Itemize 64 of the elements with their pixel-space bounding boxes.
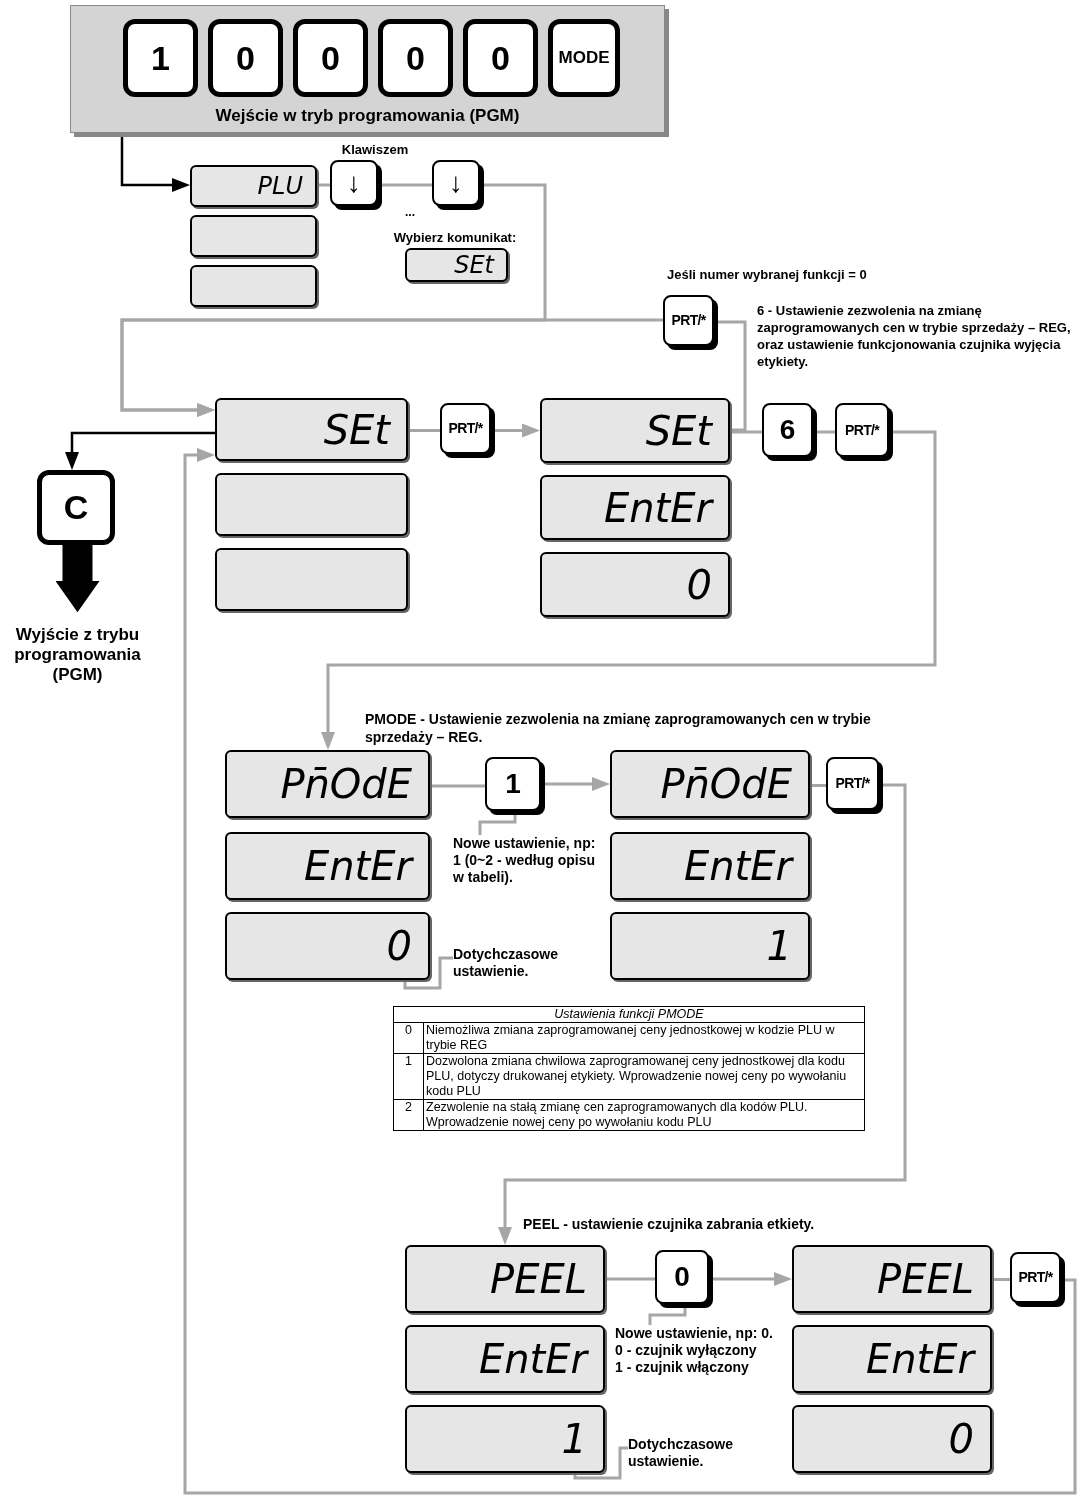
key-caption: Klawiszem: [340, 141, 410, 159]
key: 0: [378, 19, 453, 97]
arrow: [495, 423, 540, 438]
prompt-text: Wybierz komunikat:: [392, 229, 518, 247]
table-cell: 0: [393, 1022, 424, 1054]
connector-line: [430, 784, 485, 788]
lcd-display: Pn̄OdE: [225, 750, 430, 818]
connector-line: [648, 1308, 687, 1325]
key: 0: [293, 19, 368, 97]
lcd-display: 1: [610, 912, 810, 980]
lcd-display: EntEr: [540, 475, 730, 540]
table-cell: 1: [393, 1053, 424, 1100]
lcd-display: EntEr: [225, 832, 430, 900]
connector-line: [605, 1277, 655, 1281]
lcd-display: EntEr: [405, 1325, 605, 1393]
empty-display: [215, 473, 408, 536]
connector-line: [408, 429, 440, 432]
heading-text: PMODE - Ustawienie zezwolenia na zmianę zaprogramowanych cen w trybie sprzedaży – REG.: [365, 710, 872, 746]
arrow: [713, 1272, 792, 1286]
empty-display: [215, 548, 408, 611]
connector-line: [730, 430, 762, 434]
connector-line: [817, 430, 835, 434]
description-text: 6 - Ustawienie zezwolenia na zmianę zaprogramowanych cen w trybie sprzedaży – REG, oraz ustawienie funkcjonowania czujnika wyjęcia etykiety.: [757, 302, 1072, 370]
key: 1: [123, 19, 198, 97]
lcd-display: 0: [792, 1405, 992, 1473]
block-arrow: [55, 545, 100, 613]
connector-line: [573, 1446, 628, 1480]
empty-display: [190, 215, 317, 257]
table-cell: Zezwolenie na stałą zmianę cen zaprogramowanych dla kodów PLU. Wprowadzenie nowej ceny po wywołaniu kodu PLU: [423, 1099, 865, 1131]
lcd-display: SEt: [405, 248, 508, 282]
ellipsis-text: ...: [404, 204, 416, 221]
connector-line: [718, 320, 747, 432]
key: MODE: [548, 19, 620, 97]
lcd-display: PEEL: [792, 1245, 992, 1313]
exit-text: Wyjście z trybu programowania (PGM): [0, 625, 155, 690]
arrow: [321, 430, 937, 750]
table-cell: Dozwolona zmiana chwilowa zaprogramowanej ceny jednostkowej dla kodu PLU, dotyczy drukowanej etykiety. Wprowadzenie nowej ceny po wywołaniu kodu PLU: [423, 1053, 865, 1100]
arrow: [65, 431, 215, 470]
lcd-display: EntEr: [610, 832, 810, 900]
arrow: [545, 777, 610, 791]
key: 0: [208, 19, 283, 97]
arrow: [498, 783, 907, 1245]
key: C: [37, 470, 115, 545]
connector-line: [403, 956, 453, 990]
lcd-display: SEt: [215, 398, 408, 461]
heading-text: PEEL - ustawienie czujnika zabrania etkiety.: [523, 1215, 816, 1234]
table-cell: Niemożliwa zmiana zaprogramowanej ceny jednostkowej w kodzie PLU w trybie REG: [423, 1022, 865, 1054]
lcd-display: PLU: [190, 165, 317, 207]
key: 0: [463, 19, 538, 97]
lcd-display: SEt: [540, 398, 730, 463]
arrow: [183, 448, 1077, 1495]
connector-line: [382, 183, 432, 187]
table-header-cell: Ustawienia funkcji PMODE: [393, 1006, 865, 1023]
arrow: [120, 318, 663, 417]
lcd-display: 1: [405, 1405, 605, 1473]
lcd-display: PEEL: [405, 1245, 605, 1313]
lcd-display: EntEr: [792, 1325, 992, 1393]
lcd-display: 0: [225, 912, 430, 980]
lcd-display: 0: [540, 552, 730, 617]
table-cell: 2: [393, 1099, 424, 1131]
condition-text: Jeśli numer wybranej funkcji = 0: [667, 266, 868, 284]
empty-display: [190, 265, 317, 307]
connector-line: [478, 815, 517, 835]
lcd-display: Pn̄OdE: [610, 750, 810, 818]
